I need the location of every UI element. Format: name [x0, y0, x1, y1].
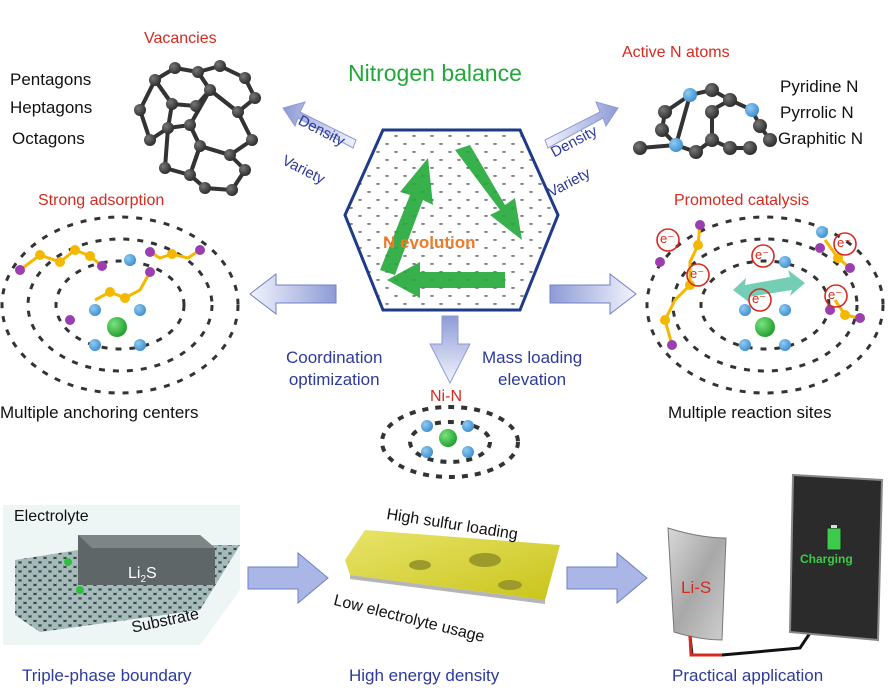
- graphene-hexagon: [343, 128, 560, 312]
- li2s-sub: 2: [140, 574, 147, 586]
- arrow-down-mid: [429, 315, 471, 385]
- electron-label: e⁻: [752, 291, 767, 306]
- n-type-item: Pyrrolic N: [780, 103, 854, 122]
- practical-application-caption: Practical application: [672, 666, 824, 685]
- n-type-item: Pyridine N: [780, 77, 859, 96]
- cycle-arrow-left: [387, 262, 505, 298]
- mass-loading-label: Mass loading elevation: [482, 347, 582, 391]
- mass-loading-line-2: elevation: [498, 370, 567, 389]
- triple-phase-caption: Triple-phase boundary: [22, 666, 192, 685]
- battery-and-phone: [667, 473, 884, 657]
- electron-markers: [656, 228, 857, 312]
- active-n-heading: Active N atoms: [622, 44, 730, 61]
- arrow-left-mid: [249, 272, 337, 316]
- ni-n-molecule: [380, 405, 520, 479]
- arrow-to-active-n: [544, 101, 619, 149]
- vacancy-item: Octagons: [12, 129, 85, 148]
- coordination-label: Coordination optimization: [286, 347, 382, 391]
- electron-label: e⁻: [837, 235, 852, 250]
- electrolyte-label: Electrolyte: [14, 508, 89, 525]
- active-n-atoms: [633, 83, 777, 159]
- electron-label: e⁻: [828, 287, 843, 302]
- coordination-line-1: Coordination: [286, 348, 383, 367]
- vacancies-heading: Vacancies: [144, 30, 217, 47]
- strong-adsorption-heading: Strong adsorption: [38, 192, 165, 209]
- charging-label: Charging: [800, 552, 853, 566]
- li-s-label: Li-S: [681, 578, 712, 597]
- high-energy-caption: High energy density: [349, 666, 500, 685]
- vacancy-item: Pentagons: [10, 70, 92, 89]
- n-type-item: Graphitic N: [778, 129, 864, 148]
- promoted-catalysis-heading: Promoted catalysis: [674, 192, 810, 209]
- anchoring-centers-caption: Multiple anchoring centers: [0, 403, 199, 422]
- arrow-bottom-1: [247, 551, 329, 605]
- catalysis-graphene: [645, 215, 885, 395]
- triple-phase-scene: [3, 505, 240, 645]
- coordination-line-2: optimization: [288, 370, 380, 389]
- mass-loading-line-1: Mass loading: [482, 348, 583, 367]
- diagram-title: Nitrogen balance: [348, 60, 522, 86]
- ni-n-heading: Ni-N: [430, 388, 462, 405]
- li2s-li: Li: [128, 565, 141, 582]
- reaction-sites-caption: Multiple reaction sites: [668, 403, 832, 422]
- cycle-arrow-down: [455, 145, 522, 240]
- n-evolution-label: N evolution: [383, 233, 476, 252]
- arrow-to-vacancies: [282, 101, 357, 149]
- li2s-s: S: [146, 565, 157, 582]
- electron-label: e⁻: [690, 266, 705, 281]
- vacancy-item: Heptagons: [10, 98, 93, 117]
- sulfur-cathode: [345, 530, 560, 604]
- cycle-arrow-up: [380, 158, 433, 275]
- electron-label: e⁻: [755, 247, 770, 262]
- arrow-right-mid: [549, 272, 637, 316]
- vacancy-atoms: [134, 60, 261, 196]
- electron-label: e⁻: [660, 231, 675, 246]
- adsorption-graphene: [0, 215, 240, 395]
- arrow-bottom-2: [566, 551, 648, 605]
- li2s-label: Li2S: [128, 565, 157, 585]
